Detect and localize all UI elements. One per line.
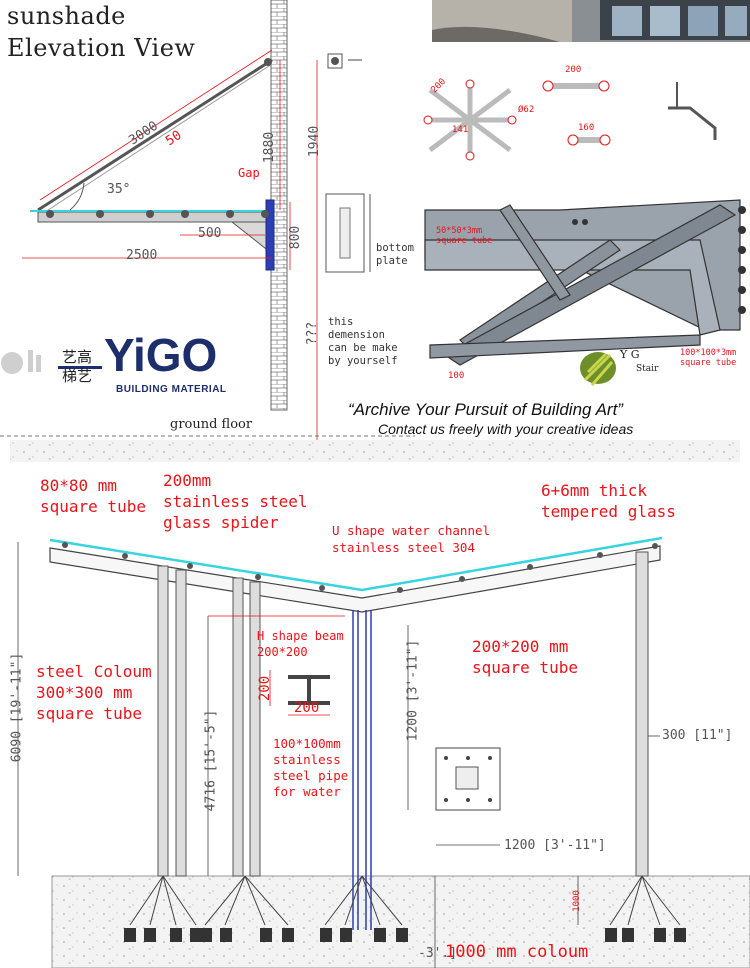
dim-1940: 1940 [307, 125, 323, 158]
plate-note: this demension can be make by yourself [328, 316, 398, 367]
label-pipe: 100*100mm stainless steel pipe for water [273, 736, 349, 799]
spider-dim-200a: 200 [565, 65, 582, 75]
dim-1000: 1000 [571, 890, 582, 912]
hbeam-height: 200 [257, 675, 274, 702]
label-footing: 1000 mm coloum [445, 942, 589, 962]
label-hbeam: H shape beam 200*200 [257, 629, 344, 659]
dim-4716: 4716 [15'-5"] [203, 709, 219, 812]
slogan-line-2: Contact us freely with your creative ide… [378, 421, 634, 437]
label-tube-80: 80*80 mm square tube [40, 476, 146, 516]
dim-1200-vertical: 1200 [3'-11"] [405, 639, 421, 742]
dim-unknown: ??? [305, 321, 321, 346]
dim-3: -3'.] [418, 946, 458, 961]
frame-tube-small: 50*50*3mm square tube [436, 226, 493, 246]
ground-concrete [51, 875, 750, 968]
yg-stair-logo [580, 352, 616, 386]
bottom-plate-label: bottom plate [376, 242, 414, 267]
hbeam-width: 200 [294, 700, 320, 716]
brand-subtitle: BUILDING MATERIAL [116, 384, 227, 395]
label-channel: U shape water channel stainless steel 30… [332, 523, 491, 555]
brand-name: YiGO [104, 329, 218, 381]
label-glass: 6+6mm thick tempered glass [541, 481, 676, 521]
dim-1880: 1880 [262, 131, 278, 164]
brand-chinese-1: 艺高 [62, 348, 93, 366]
spider-dim-141: 141 [452, 125, 469, 135]
h-beam-detail [288, 675, 330, 679]
spider-details [423, 79, 717, 161]
yigo-logo-mark [1, 350, 102, 374]
dim-300: 300 [11"] [662, 728, 733, 743]
frame-dim-100: 100 [448, 371, 465, 381]
canopy-elevation [10, 440, 750, 968]
angle-35: 35° [107, 182, 131, 197]
brand-chinese-2: 梯艺 [62, 367, 93, 385]
spider-dim-160: 160 [578, 123, 595, 133]
dim-800: 800 [288, 225, 304, 250]
frame-tube-large: 100*100*3mm square tube [680, 348, 737, 368]
building-photo [432, 0, 750, 42]
label-spider: 200mm stainless steel glass spider [163, 471, 308, 532]
title-line-2: Elevation View [7, 34, 196, 62]
slogan-line-1: “Archive Your Pursuit of Building Art” [348, 400, 623, 419]
yg-mark: Y G [620, 348, 640, 361]
spider-dim-62: Ø62 [518, 105, 535, 115]
label-tube-200: 200*200 mm square tube [472, 637, 578, 677]
frame-3d-detail [424, 199, 746, 366]
gap-label: Gap [238, 166, 260, 180]
sunshade-elevation [0, 0, 415, 440]
dim-6090: 6090 [19'-11"] [9, 652, 25, 763]
title-line-1: sunshade [7, 2, 126, 30]
ground-floor-label: ground floor [170, 417, 253, 432]
label-column: steel Coloum 300*300 mm square tube [36, 662, 152, 723]
dim-2500: 2500 [126, 248, 158, 263]
yg-sub: Stair [636, 364, 659, 374]
dim-1200-horizontal: 1200 [3'-11"] [504, 838, 606, 853]
dim-500: 500 [198, 226, 222, 241]
